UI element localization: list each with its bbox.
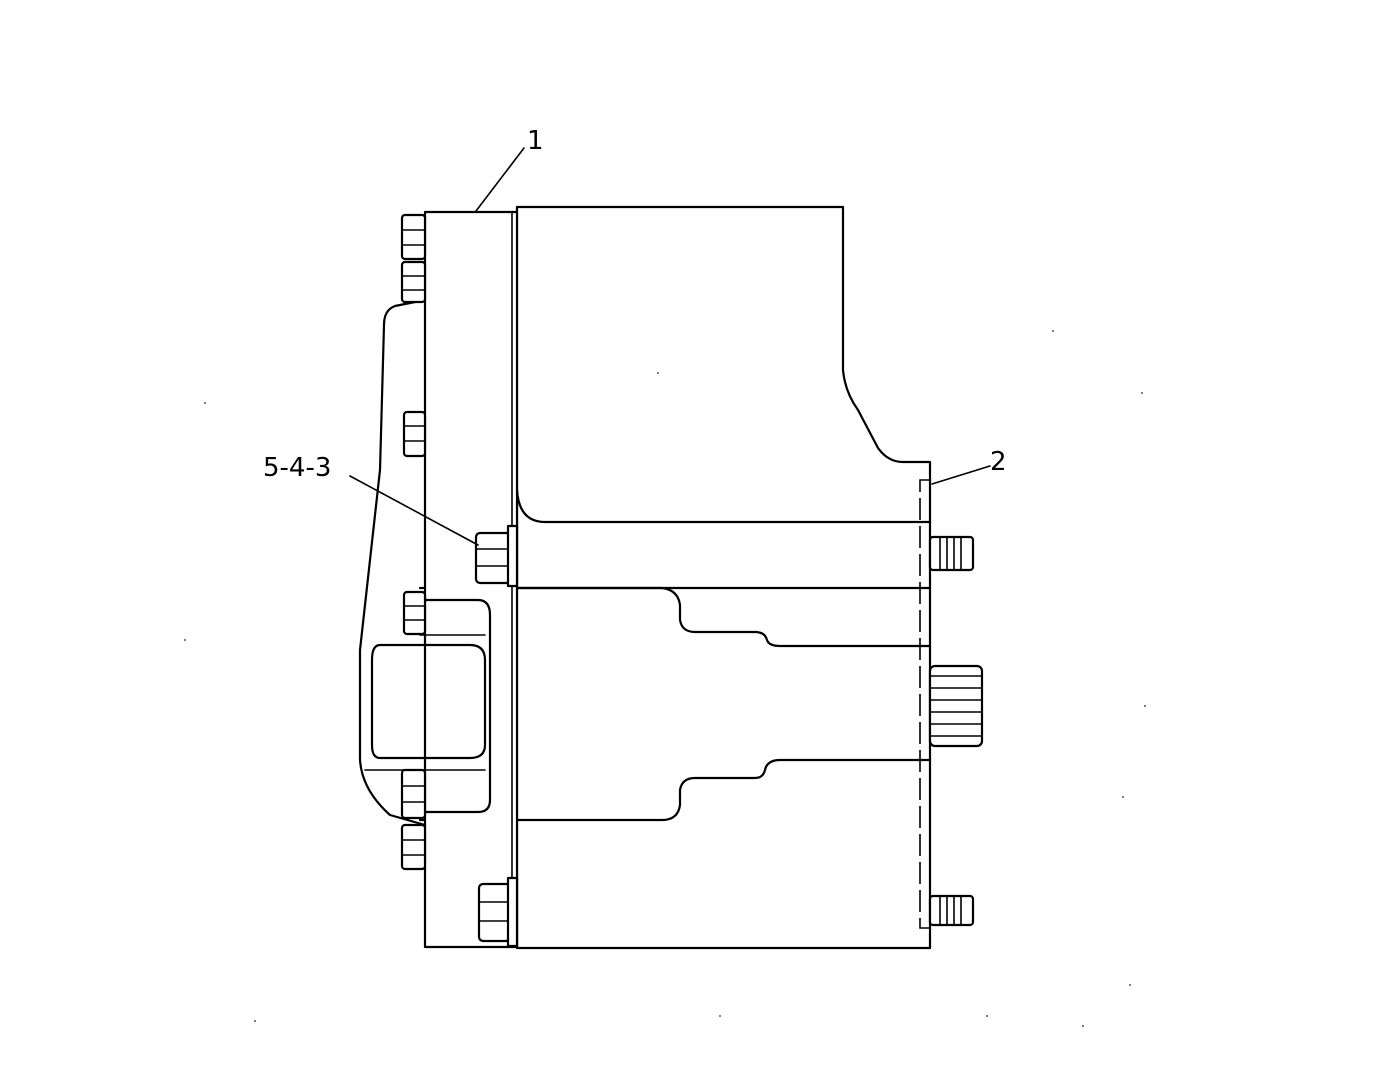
leader-part-1 <box>475 147 525 212</box>
leader-part-2 <box>931 465 991 485</box>
bolt-head <box>400 768 427 820</box>
bolt-head <box>400 213 427 261</box>
callout-part-5-4-3: 5-4-3 <box>263 453 331 483</box>
stud-upper <box>928 535 975 572</box>
bolt-head <box>400 823 427 871</box>
bolt-washer-assembly <box>474 524 519 588</box>
gasket-outline <box>919 479 930 929</box>
callout-part-2: 2 <box>990 447 1007 477</box>
bolt-head <box>400 260 427 304</box>
leader-lines <box>349 147 991 546</box>
splined-shaft <box>928 664 984 748</box>
stud-lower <box>928 894 975 927</box>
pump-housing <box>418 205 932 950</box>
scan-specks <box>184 330 1146 1027</box>
bolt-heads-left <box>400 213 427 871</box>
bolt-head <box>402 410 427 458</box>
leader-part-5-4-3 <box>349 475 479 546</box>
bolt-head <box>402 590 427 636</box>
callout-part-1: 1 <box>527 126 544 156</box>
bolt-washer-lower <box>477 876 519 948</box>
